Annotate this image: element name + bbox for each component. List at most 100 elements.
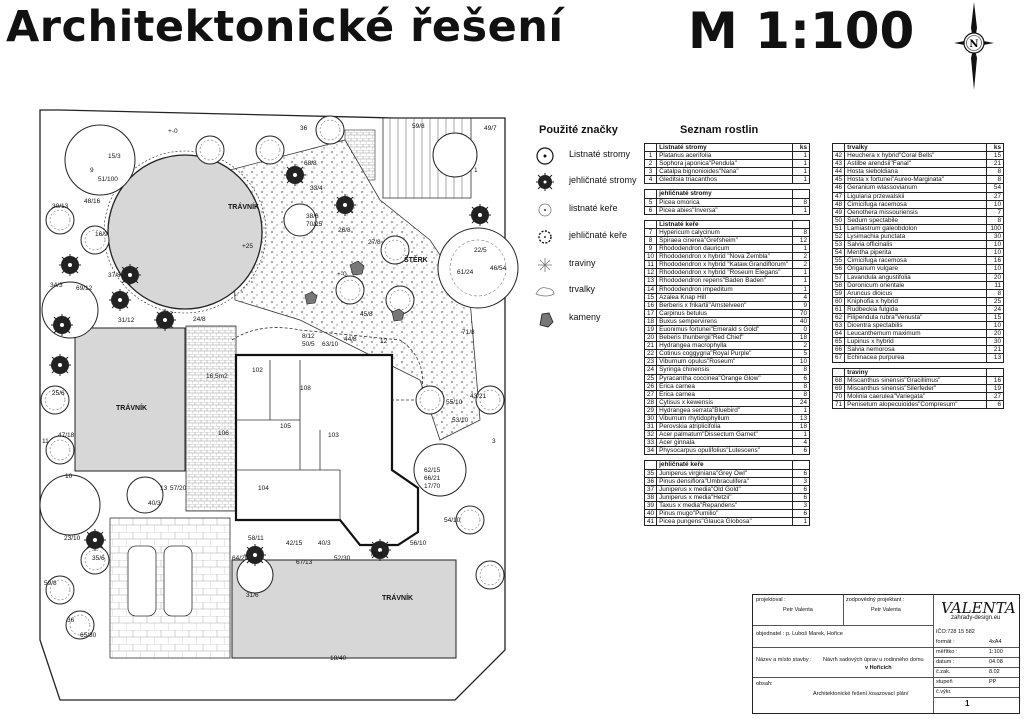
car (163, 545, 193, 617)
svg-text:13: 13 (160, 485, 168, 492)
svg-text:71/3: 71/3 (370, 551, 383, 558)
lawn-left (74, 327, 186, 472)
svg-text:49/7: 49/7 (484, 125, 497, 132)
lawn-top (107, 154, 263, 310)
svg-text:51/100: 51/100 (98, 176, 118, 183)
svg-text:44/8: 44/8 (344, 336, 357, 343)
svg-text:46/54: 46/54 (490, 265, 507, 272)
svg-text:38/6: 38/6 (306, 213, 319, 220)
svg-text:102: 102 (252, 367, 263, 374)
svg-text:30/13: 30/13 (52, 203, 69, 210)
svg-text:27/8: 27/8 (368, 239, 381, 246)
svg-text:48/16: 48/16 (84, 198, 101, 205)
plant-list-title: Seznam rostlin (680, 124, 759, 136)
svg-text:45/8: 45/8 (360, 311, 373, 318)
grass-icon (538, 258, 552, 272)
stone-icon (539, 312, 554, 328)
svg-text:59/8: 59/8 (412, 123, 425, 130)
svg-text:+-0: +-0 (168, 128, 178, 135)
svg-text:+-0: +-0 (337, 271, 347, 278)
svg-text:57/20: 57/20 (170, 485, 187, 492)
legend-item: Listnaté stromy (534, 145, 644, 167)
svg-text:62/15: 62/15 (424, 467, 441, 474)
svg-text:103: 103 (328, 432, 339, 439)
lawn-bottom (231, 559, 457, 659)
table-section-header: traviny (831, 367, 1004, 377)
svg-text:36: 36 (67, 617, 75, 624)
svg-text:35/6: 35/6 (92, 555, 105, 562)
svg-text:33/4: 33/4 (310, 185, 323, 192)
svg-text:58/11: 58/11 (248, 535, 264, 542)
svg-text:68/8: 68/8 (304, 160, 317, 167)
table-section-header: Listnaté keře (643, 219, 810, 229)
svg-text:17/70: 17/70 (424, 483, 441, 490)
svg-text:52/30: 52/30 (334, 555, 351, 562)
legend-item: traviny (534, 254, 644, 276)
svg-text:12: 12 (380, 338, 388, 345)
svg-text:9: 9 (90, 167, 94, 174)
svg-text:31/6: 31/6 (246, 592, 259, 599)
svg-text:61/24: 61/24 (457, 269, 474, 276)
svg-text:31/12: 31/12 (118, 317, 135, 324)
svg-text:47/18: 47/18 (58, 432, 75, 439)
svg-text:53/10: 53/10 (452, 417, 469, 424)
svg-text:65/30: 65/30 (80, 632, 97, 639)
svg-text:42/15: 42/15 (286, 540, 303, 547)
svg-text:54/10: 54/10 (444, 517, 461, 524)
house (234, 353, 420, 547)
perennial-icon (535, 287, 555, 297)
legend-item: jehličnaté keře (534, 226, 644, 248)
compass-rose-icon: N (954, 2, 994, 90)
svg-text:10: 10 (65, 473, 73, 480)
svg-text:70/25: 70/25 (306, 221, 323, 228)
table-section-header: jehličnaté keře (643, 460, 810, 470)
svg-text:26/8: 26/8 (338, 227, 351, 234)
svg-text:37/8: 37/8 (108, 272, 121, 279)
svg-text:108: 108 (300, 385, 311, 392)
svg-text:104: 104 (258, 485, 269, 492)
title-block: projektoval : Petr Valenta zodpovědný pr… (752, 594, 1020, 714)
